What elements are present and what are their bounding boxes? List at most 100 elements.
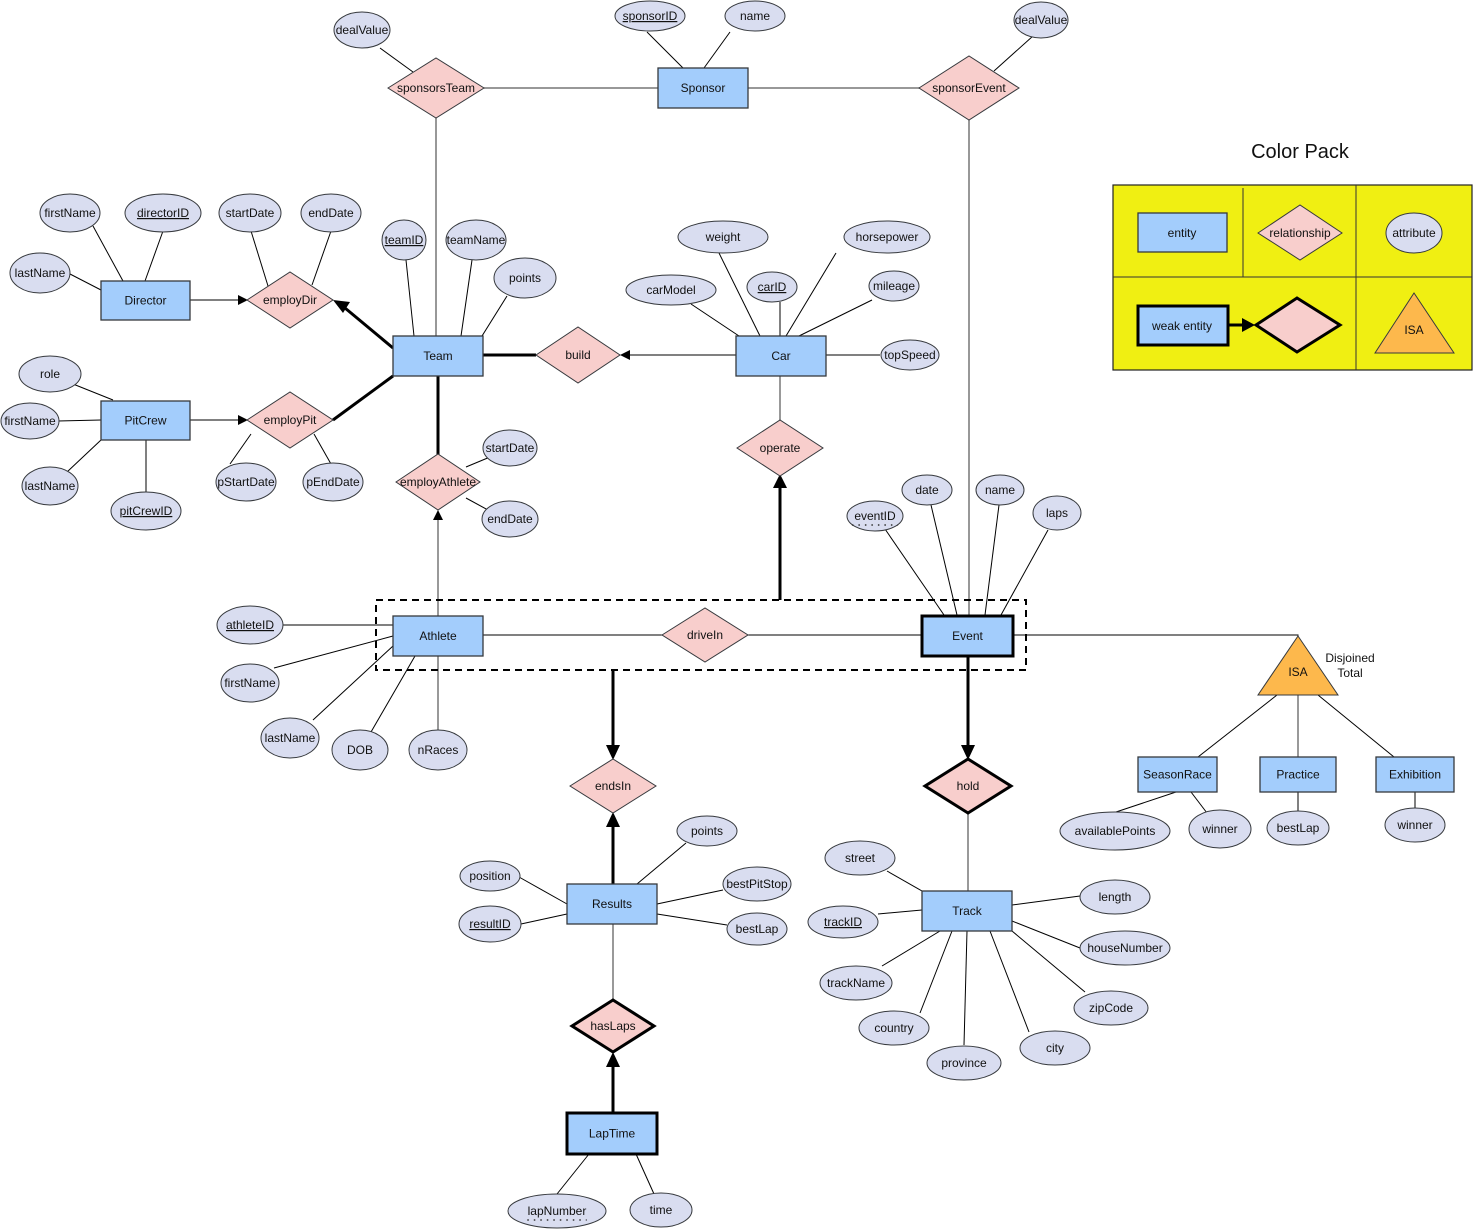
attribute-event-laps[interactable]: laps <box>1032 495 1082 531</box>
attribute-athlete-nRaces[interactable]: nRaces <box>408 729 468 771</box>
attribute-seasonrace-winner[interactable]: winner <box>1188 809 1252 849</box>
attribute-employPit-pStartDate[interactable]: pStartDate <box>215 462 277 502</box>
line-seasonrace-winner <box>1190 791 1208 814</box>
attribute-results-resultID[interactable]: resultID <box>458 905 522 943</box>
attribute-car-carID[interactable]: carID <box>746 271 798 303</box>
attribute-sponsor-sponsorID[interactable]: sponsorID <box>614 0 686 32</box>
attribute-employDir-endDate[interactable]: endDate <box>300 193 362 233</box>
line-team-employDir <box>344 306 394 350</box>
isa-triangle[interactable]: ISA <box>1257 635 1339 696</box>
attribute-athlete-lastName[interactable]: lastName <box>260 717 320 759</box>
attribute-track-street[interactable]: street <box>824 840 896 876</box>
attribute-track-city[interactable]: city <box>1019 1030 1091 1066</box>
attribute-employPit-pEndDate[interactable]: pEndDate <box>302 462 364 502</box>
relationship-driveIn[interactable]: driveIn <box>661 607 749 663</box>
attribute-results-bestLap[interactable]: bestLap <box>726 912 788 946</box>
relationship-hasLaps[interactable]: hasLaps <box>569 998 657 1054</box>
attribute-label: province <box>941 1056 987 1070</box>
attribute-results-position[interactable]: position <box>459 860 521 892</box>
attribute-track-trackID[interactable]: trackID <box>807 905 879 939</box>
attribute-ellipse <box>843 220 931 254</box>
attribute-athlete-athleteID[interactable]: athleteID <box>216 605 284 645</box>
attribute-event-name[interactable]: name <box>975 474 1025 506</box>
relationship-endsIn[interactable]: endsIn <box>569 758 657 814</box>
attribute-laptime-time[interactable]: time <box>629 1192 693 1228</box>
attribute-employAthlete-endDate[interactable]: endDate <box>481 500 539 538</box>
relationship-hold[interactable]: hold <box>922 757 1014 815</box>
entity-box <box>920 614 1015 658</box>
attribute-director-lastName[interactable]: lastName <box>9 252 71 294</box>
attribute-track-trackName[interactable]: trackName <box>819 965 893 1001</box>
attribute-employAthlete-startDate[interactable]: startDate <box>482 429 538 467</box>
relationship-employDir[interactable]: employDir <box>246 271 334 329</box>
attribute-label: dealValue <box>336 23 389 37</box>
isa-shape <box>1257 635 1339 696</box>
attribute-event-date[interactable]: date <box>901 474 953 506</box>
attribute-pitcrew-role[interactable]: role <box>18 355 82 393</box>
attribute-sponsorEvent-dealValue[interactable]: dealValue <box>1013 1 1069 39</box>
attribute-car-mileage[interactable]: mileage <box>868 270 920 302</box>
attribute-ellipse <box>901 474 953 506</box>
attribute-pitcrew-pitCrewID[interactable]: pitCrewID <box>110 491 182 531</box>
line-event-laps <box>1000 529 1049 616</box>
attribute-sponsor-name[interactable]: name <box>724 0 786 32</box>
attribute-team-points[interactable]: points <box>493 257 557 299</box>
relationship-build[interactable]: build <box>535 326 621 384</box>
relationship-employPit[interactable]: employPit <box>246 391 334 449</box>
attribute-track-province[interactable]: province <box>926 1045 1002 1081</box>
attribute-track-country[interactable]: country <box>858 1010 930 1046</box>
attribute-athlete-DOB[interactable]: DOB <box>331 729 389 771</box>
attribute-sponsorsTeam-dealValue[interactable]: dealValue <box>333 11 391 49</box>
attribute-director-firstName[interactable]: firstName <box>39 193 101 233</box>
line-athlete-firstName <box>273 635 394 669</box>
line-laptime-time <box>635 1153 655 1195</box>
line-track-zipCode <box>1011 930 1086 993</box>
attribute-results-bestPitStop[interactable]: bestPitStop <box>722 866 792 902</box>
attribute-pitcrew-firstName[interactable]: firstName <box>0 402 60 440</box>
entity-practice[interactable]: Practice <box>1259 756 1337 793</box>
attribute-car-horsepower[interactable]: horsepower <box>843 220 931 254</box>
entity-track[interactable]: Track <box>921 890 1013 932</box>
attribute-pitcrew-lastName[interactable]: lastName <box>21 466 79 506</box>
attribute-car-topSpeed[interactable]: topSpeed <box>880 339 940 371</box>
arrowhead <box>238 295 248 305</box>
legend-relationship-label: relationship <box>1269 226 1331 240</box>
relationship-label: employDir <box>263 293 317 307</box>
attribute-director-directorID[interactable]: directorID <box>124 193 202 233</box>
entity-team[interactable]: Team <box>392 335 484 377</box>
attribute-track-houseNumber[interactable]: houseNumber <box>1079 930 1171 966</box>
attribute-track-zipCode[interactable]: zipCode <box>1073 990 1149 1026</box>
attribute-label: sponsorID <box>623 9 678 23</box>
entity-pitcrew[interactable]: PitCrew <box>100 400 191 441</box>
entity-sponsor[interactable]: Sponsor <box>657 67 749 109</box>
attribute-event-eventID[interactable]: eventID <box>846 500 904 532</box>
attribute-label: laps <box>1046 506 1068 520</box>
entity-director[interactable]: Director <box>100 280 191 321</box>
attribute-car-carModel[interactable]: carModel <box>625 274 717 306</box>
attribute-laptime-lapNumber[interactable]: lapNumber <box>507 1193 607 1229</box>
attribute-ellipse <box>260 717 320 759</box>
entity-results[interactable]: Results <box>566 883 658 925</box>
attribute-car-weight[interactable]: weight <box>677 220 769 254</box>
entity-seasonrace[interactable]: SeasonRace <box>1137 756 1218 793</box>
attribute-athlete-firstName[interactable]: firstName <box>220 663 280 703</box>
relationship-employAthlete[interactable]: employAthlete <box>395 453 481 511</box>
attribute-team-teamName[interactable]: teamName <box>445 219 507 261</box>
entity-athlete[interactable]: Athlete <box>392 615 484 657</box>
attribute-team-teamID[interactable]: teamID <box>381 219 427 261</box>
entity-exhibition[interactable]: Exhibition <box>1375 756 1455 793</box>
attribute-seasonrace-availablePoints[interactable]: availablePoints <box>1059 811 1171 851</box>
attribute-track-length[interactable]: length <box>1079 879 1151 915</box>
attribute-label: points <box>509 271 541 285</box>
attribute-label: startDate <box>226 206 275 220</box>
attribute-results-points[interactable]: points <box>676 815 738 847</box>
relationship-sponsorEvent[interactable]: sponsorEvent <box>918 55 1020 121</box>
entity-car[interactable]: Car <box>735 335 827 377</box>
attribute-exhibition-winner[interactable]: winner <box>1384 807 1446 843</box>
relationship-sponsorsTeam[interactable]: sponsorsTeam <box>387 57 485 119</box>
relationship-operate[interactable]: operate <box>736 419 824 477</box>
entity-event[interactable]: Event <box>920 614 1015 658</box>
attribute-employDir-startDate[interactable]: startDate <box>218 193 282 233</box>
attribute-practice-bestLap[interactable]: bestLap <box>1266 810 1330 846</box>
entity-laptime[interactable]: LapTime <box>565 1111 659 1156</box>
